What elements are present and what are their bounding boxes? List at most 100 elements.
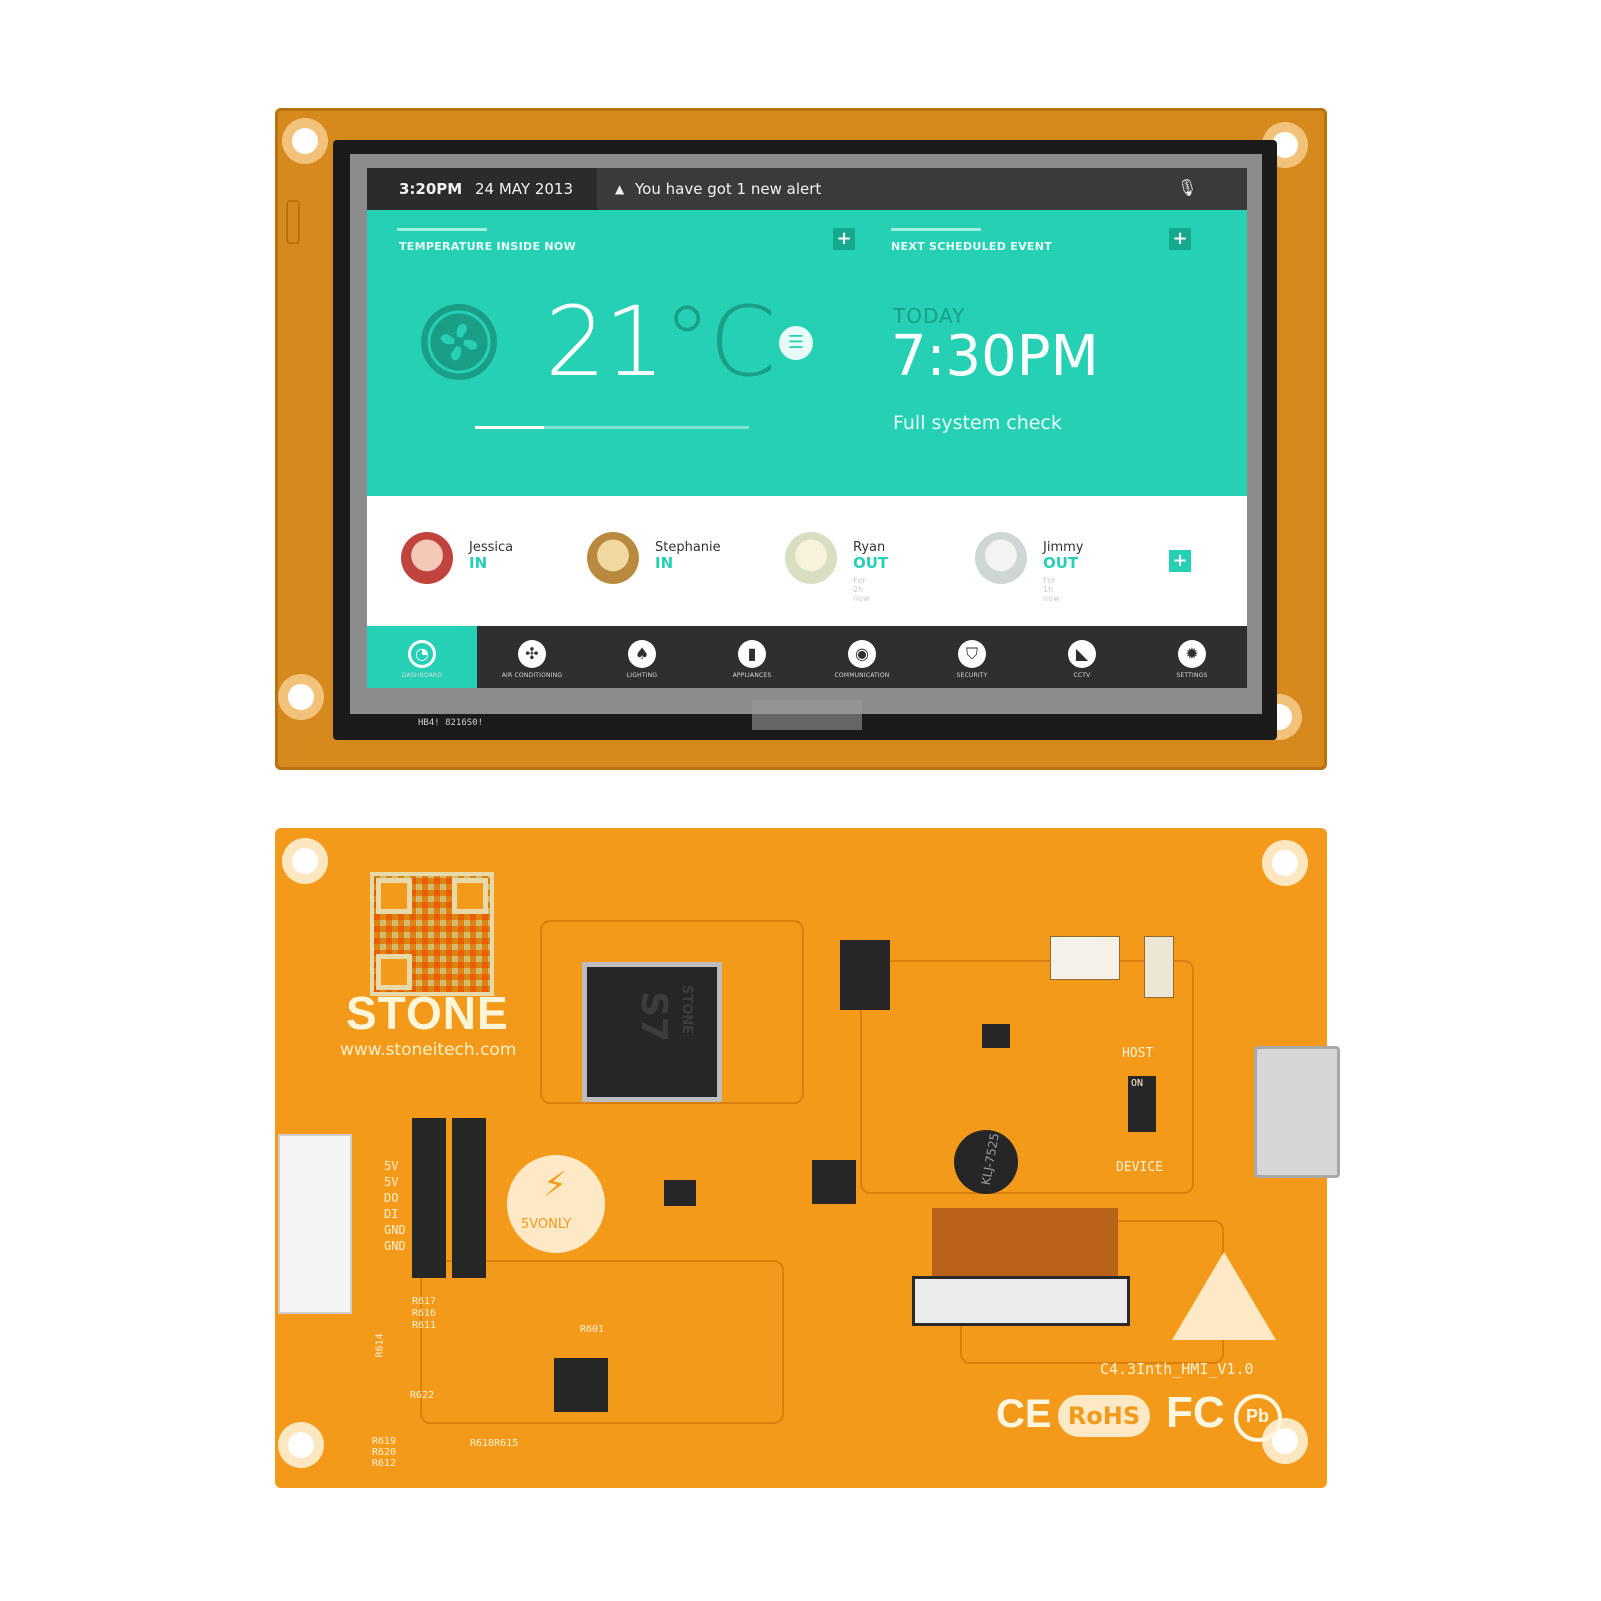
ic-chip bbox=[664, 1180, 696, 1206]
event-day: TODAY bbox=[893, 304, 966, 328]
switch-host-label: HOST bbox=[1122, 1046, 1154, 1061]
user-status: OUT bbox=[853, 554, 889, 572]
nav-item-label: APPLIANCES bbox=[732, 672, 772, 679]
brand-url: www.stoneitech.com bbox=[340, 1040, 517, 1060]
nav-item-label: COMMUNICATION bbox=[834, 672, 890, 679]
nav-item-label: SETTINGS bbox=[1176, 672, 1208, 679]
add-event-button[interactable]: + bbox=[1169, 228, 1191, 250]
switch-on-label: ON bbox=[1131, 1078, 1144, 1089]
nav-item-air-conditioning[interactable]: ✣ AIR CONDITIONING bbox=[477, 626, 587, 688]
resistor-label: R611 bbox=[412, 1320, 437, 1331]
fan-icon: ✣ bbox=[518, 640, 546, 668]
broadcast-icon: ◉ bbox=[848, 640, 876, 668]
switch-device-label: DEVICE bbox=[1116, 1160, 1163, 1175]
resistor-label: R612 bbox=[372, 1458, 397, 1469]
diode-array bbox=[412, 1118, 446, 1278]
qr-eye bbox=[452, 878, 488, 914]
nav-item-label: CCTV bbox=[1073, 672, 1091, 679]
gear-icon: ✹ bbox=[1178, 640, 1206, 668]
warning-icon[interactable]: ▲ bbox=[615, 182, 625, 196]
pin-label: DI bbox=[384, 1207, 399, 1221]
status-clock-area bbox=[367, 168, 597, 210]
usb-port[interactable] bbox=[1254, 1046, 1340, 1178]
nav-item-label: DASHBOARD bbox=[401, 672, 443, 679]
qr-eye bbox=[376, 954, 412, 990]
temperature-tab-indicator bbox=[397, 228, 487, 231]
dashboard-icon: ◔ bbox=[408, 640, 436, 668]
user-note: For 1h now bbox=[1043, 576, 1060, 603]
lamp-icon: ♠ bbox=[628, 640, 656, 668]
ic-chip bbox=[982, 1024, 1010, 1048]
lcd-screen: 3:20PM 24 MAY 2013 ▲ You have got 1 new … bbox=[367, 168, 1247, 688]
event-time: 7:30PM bbox=[891, 324, 1099, 389]
nav-item-cctv[interactable]: ◣ CCTV bbox=[1027, 626, 1137, 688]
io-connector[interactable] bbox=[278, 1134, 352, 1314]
chip-brand: STONE bbox=[679, 984, 695, 1035]
shield-icon: ⛉ bbox=[958, 640, 986, 668]
pcb-trace bbox=[540, 920, 804, 1104]
temperature-settings-icon[interactable]: ☰ bbox=[779, 326, 813, 360]
side-connector bbox=[286, 200, 300, 244]
mode-dip-switch[interactable]: ON bbox=[1128, 1076, 1156, 1132]
temperature-unit: °C bbox=[663, 286, 776, 398]
ic-chip bbox=[554, 1358, 608, 1412]
lead-free-icon: Pb bbox=[1234, 1394, 1282, 1442]
microphone-icon[interactable]: 🎙 bbox=[1177, 178, 1198, 197]
nav-item-lighting[interactable]: ♠LIGHTING bbox=[587, 626, 697, 688]
resistor-label: R620 bbox=[372, 1447, 397, 1458]
user-note: For 2h now bbox=[853, 576, 870, 603]
user-status: OUT bbox=[1043, 554, 1079, 572]
camera-icon: ◣ bbox=[1068, 640, 1096, 668]
nav-item-appliances[interactable]: ▮APPLIANCES bbox=[697, 626, 807, 688]
lead-free-label: Pb bbox=[1246, 1406, 1270, 1426]
resistor-label: R616 bbox=[412, 1308, 437, 1319]
nav-item-label: AIR CONDITIONING bbox=[501, 672, 563, 679]
chip-label: S7 bbox=[632, 991, 674, 1042]
qr-code bbox=[370, 872, 494, 996]
main-processor-chip: S7 STONE bbox=[582, 962, 722, 1102]
fan-icon[interactable] bbox=[421, 304, 497, 380]
reset-button[interactable] bbox=[1144, 936, 1174, 998]
esd-warning-icon bbox=[1172, 1252, 1276, 1340]
resistor-label: R601 bbox=[580, 1324, 605, 1335]
brand-logo: STONE bbox=[346, 987, 509, 1039]
ic-chip bbox=[812, 1160, 856, 1204]
resistor-label: R619 bbox=[372, 1436, 397, 1447]
alert-message[interactable]: You have got 1 new alert bbox=[635, 180, 822, 198]
user-status: IN bbox=[469, 554, 488, 572]
avatar bbox=[587, 532, 639, 584]
pin-label: 5V bbox=[384, 1159, 399, 1173]
resistor-label: R618R615 bbox=[470, 1438, 519, 1449]
fpc-connector bbox=[912, 1276, 1130, 1326]
white-connector bbox=[1050, 936, 1120, 980]
rohs-badge: RoHS bbox=[1058, 1395, 1150, 1437]
avatar bbox=[401, 532, 453, 584]
event-label: NEXT SCHEDULED EVENT bbox=[891, 240, 1053, 253]
connector-pin-labels: 5V 5V DO DI GND GND bbox=[384, 1158, 406, 1254]
pin-label: GND bbox=[384, 1223, 406, 1237]
board-version: C4.3Inth_HMI_V1.0 bbox=[1100, 1360, 1254, 1378]
temperature-slider[interactable] bbox=[475, 426, 749, 429]
status-bar: 3:20PM 24 MAY 2013 ▲ You have got 1 new … bbox=[367, 168, 1247, 210]
diode-array bbox=[452, 1118, 486, 1278]
resistor-labels: R617 R616 R611 bbox=[412, 1296, 436, 1332]
nav-item-label: SECURITY bbox=[956, 672, 988, 679]
occupants-strip: Jessica IN Stephanie IN Ryan OUT For 2h … bbox=[367, 496, 1247, 626]
resistor-label: R614 bbox=[374, 1333, 386, 1358]
temperature-label: TEMPERATURE INSIDE NOW bbox=[399, 240, 576, 253]
add-temperature-button[interactable]: + bbox=[833, 228, 855, 250]
mount-hole-bottom-left bbox=[278, 1422, 324, 1468]
nav-item-dashboard[interactable]: ◔ DASHBOARD bbox=[367, 626, 477, 688]
resistor-label: R622 bbox=[410, 1390, 435, 1401]
fcc-mark-icon: FC bbox=[1166, 1388, 1225, 1437]
nav-item-communication[interactable]: ◉ COMMUNICATION bbox=[807, 626, 917, 688]
pin-label: GND bbox=[384, 1239, 406, 1253]
resistor-label-group: R619 R620 R612 bbox=[372, 1436, 396, 1469]
user-name: Jessica bbox=[469, 540, 514, 555]
avatar bbox=[785, 532, 837, 584]
ce-mark-icon: CE bbox=[996, 1392, 1052, 1436]
5v-only-badge: ⚡ 5VONLY bbox=[507, 1155, 605, 1253]
nav-item-settings[interactable]: ✹ SETTINGS bbox=[1137, 626, 1247, 688]
add-user-button[interactable]: + bbox=[1169, 550, 1191, 572]
nav-item-security[interactable]: ⛉ SECURITY bbox=[917, 626, 1027, 688]
